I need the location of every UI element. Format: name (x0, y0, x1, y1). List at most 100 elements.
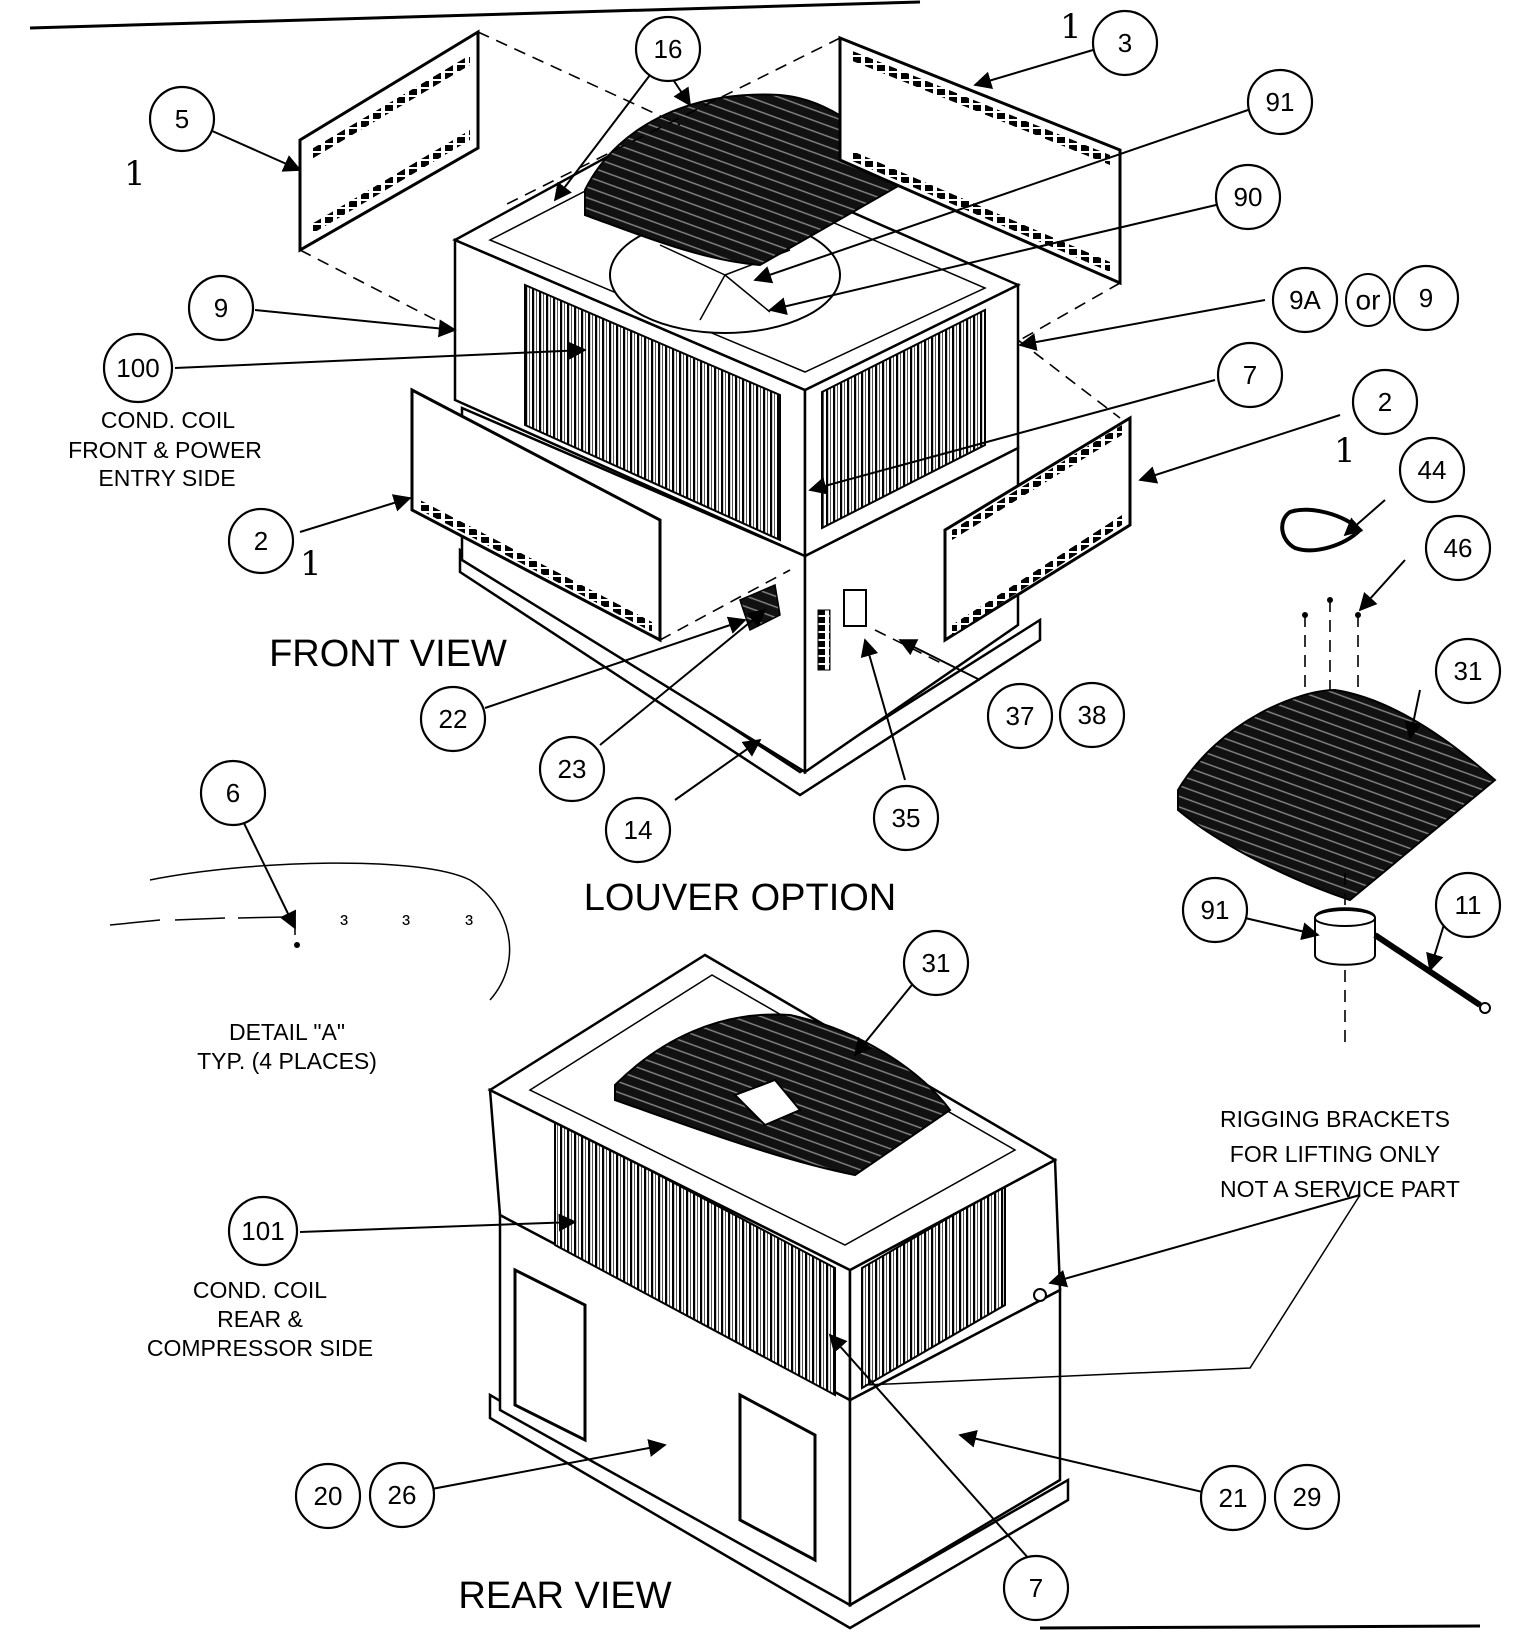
detail-a-caption: DETAIL "A" TYP. (4 PLACES) (197, 1019, 377, 1074)
front-view-title: FRONT VIEW (269, 633, 507, 675)
svg-text:31: 31 (922, 948, 951, 978)
callout-6: 6 (199, 759, 267, 827)
callout-26: 26 (368, 1461, 436, 1529)
fan-guard-ring-44 (1280, 507, 1363, 553)
svg-text:ENTRY SIDE: ENTRY SIDE (98, 465, 235, 491)
svg-text:90: 90 (1234, 182, 1263, 212)
svg-text:TYP. (4 PLACES): TYP. (4 PLACES) (197, 1048, 377, 1074)
svg-text:22: 22 (439, 704, 468, 734)
svg-text:2: 2 (254, 526, 268, 556)
cond-coil-front-caption: COND. COIL FRONT & POWER ENTRY SIDE (68, 407, 262, 491)
cond-coil-rear (554, 1118, 836, 1397)
detail-a-tick-1: ɜ (340, 909, 348, 929)
cond-coil-rear-caption: COND. COIL REAR & COMPRESSOR SIDE (147, 1277, 373, 1361)
svg-text:2: 2 (1378, 387, 1392, 417)
svg-text:COND. COIL: COND. COIL (193, 1277, 327, 1303)
svg-text:9: 9 (1419, 283, 1433, 313)
svg-text:29: 29 (1293, 1482, 1322, 1512)
callout-31-louver: 31 (1434, 637, 1502, 705)
callout-2-right: 2 (1351, 368, 1419, 436)
louver-option-title: LOUVER OPTION (584, 877, 897, 919)
callout-21: 21 (1199, 1464, 1267, 1532)
callout-14: 14 (604, 796, 672, 864)
fan-motor-lead-11 (1373, 932, 1482, 1008)
svg-text:100: 100 (116, 353, 159, 383)
assembly-lines (299, 31, 1121, 666)
panel-2-right (943, 415, 1132, 643)
svg-text:20: 20 (314, 1481, 343, 1511)
callout-16: 16 (634, 15, 702, 83)
detail-a-sketch: ɜ ɜ ɜ (109, 862, 511, 1001)
or-label: or (1356, 285, 1381, 316)
callout-38: 38 (1058, 681, 1126, 749)
top-border-line (29, 0, 921, 30)
supply-opening (738, 1392, 817, 1563)
callout-31-rear: 31 (902, 929, 970, 997)
svg-text:DETAIL "A": DETAIL "A" (229, 1019, 345, 1045)
svg-text:38: 38 (1078, 700, 1107, 730)
svg-text:91: 91 (1266, 87, 1295, 117)
callout-2-left: 2 (227, 507, 295, 575)
svg-text:14: 14 (624, 815, 653, 845)
callout-11: 11 (1434, 871, 1502, 939)
callout-3: 3 (1091, 9, 1159, 77)
svg-text:35: 35 (892, 803, 921, 833)
panel-2-left-slots (420, 500, 652, 632)
svg-text:7: 7 (1029, 1573, 1043, 1603)
svg-text:5: 5 (175, 104, 189, 134)
callout-91-top: 91 (1246, 68, 1314, 136)
callout-101: 101 (227, 1195, 299, 1267)
detail-a-tick-3: ɜ (465, 909, 473, 929)
callout-29: 29 (1273, 1463, 1341, 1531)
handwritten-mark-1: 1 (1060, 7, 1082, 47)
svg-text:31: 31 (1454, 656, 1483, 686)
rigging-bracket (1033, 1288, 1047, 1302)
callout-23: 23 (538, 735, 606, 803)
callout-9: 9 (187, 274, 255, 342)
svg-text:37: 37 (1006, 701, 1035, 731)
rigging-brackets-caption: RIGGING BRACKETS FOR LIFTING ONLY NOT A … (1220, 1106, 1460, 1202)
front-view-unit (452, 93, 1042, 797)
svg-text:21: 21 (1219, 1483, 1248, 1513)
svg-text:91: 91 (1201, 895, 1230, 925)
handwritten-mark-4: 1 (300, 544, 322, 584)
callout-44: 44 (1398, 436, 1466, 504)
callout-37: 37 (986, 682, 1054, 750)
handwritten-mark-3: 1 (1334, 431, 1356, 471)
rear-top-inner (528, 974, 1017, 1246)
callout-90: 90 (1214, 163, 1282, 231)
panel-2-right-slots (952, 425, 1122, 635)
callout-7-rear: 7 (1002, 1554, 1070, 1622)
side-slots (817, 609, 831, 671)
svg-text:44: 44 (1418, 455, 1447, 485)
svg-text:16: 16 (654, 34, 683, 64)
panel-5-slots (310, 55, 470, 235)
callout-7-front: 7 (1216, 341, 1284, 409)
svg-text:FOR LIFTING ONLY: FOR LIFTING ONLY (1230, 1141, 1440, 1167)
callout-5: 5 (148, 85, 216, 153)
return-opening (513, 1267, 587, 1443)
svg-text:6: 6 (226, 778, 240, 808)
handwritten-mark-2: 1 (124, 154, 146, 194)
svg-text:7: 7 (1243, 360, 1257, 390)
svg-text:9A: 9A (1289, 285, 1321, 315)
svg-text:101: 101 (241, 1216, 284, 1246)
svg-text:REAR &: REAR & (217, 1306, 303, 1332)
svg-text:11: 11 (1455, 890, 1482, 920)
cond-coil-front (524, 283, 781, 542)
svg-text:23: 23 (558, 754, 587, 784)
svg-text:FRONT & POWER: FRONT & POWER (68, 437, 262, 463)
svg-text:9: 9 (214, 293, 228, 323)
rear-view-title: REAR VIEW (458, 1575, 671, 1617)
svg-text:NOT A SERVICE PART: NOT A SERVICE PART (1220, 1176, 1460, 1202)
svg-text:RIGGING BRACKETS: RIGGING BRACKETS (1220, 1106, 1450, 1132)
svg-text:3: 3 (1118, 28, 1132, 58)
bottom-border-line (1039, 1624, 1481, 1630)
rear-view-unit (487, 953, 1070, 1630)
svg-text:COMPRESSOR SIDE: COMPRESSOR SIDE (147, 1335, 373, 1361)
control-box (843, 589, 867, 627)
rear-top-hub (733, 1078, 802, 1127)
callout-100: 100 (102, 332, 174, 404)
svg-text:26: 26 (388, 1480, 417, 1510)
